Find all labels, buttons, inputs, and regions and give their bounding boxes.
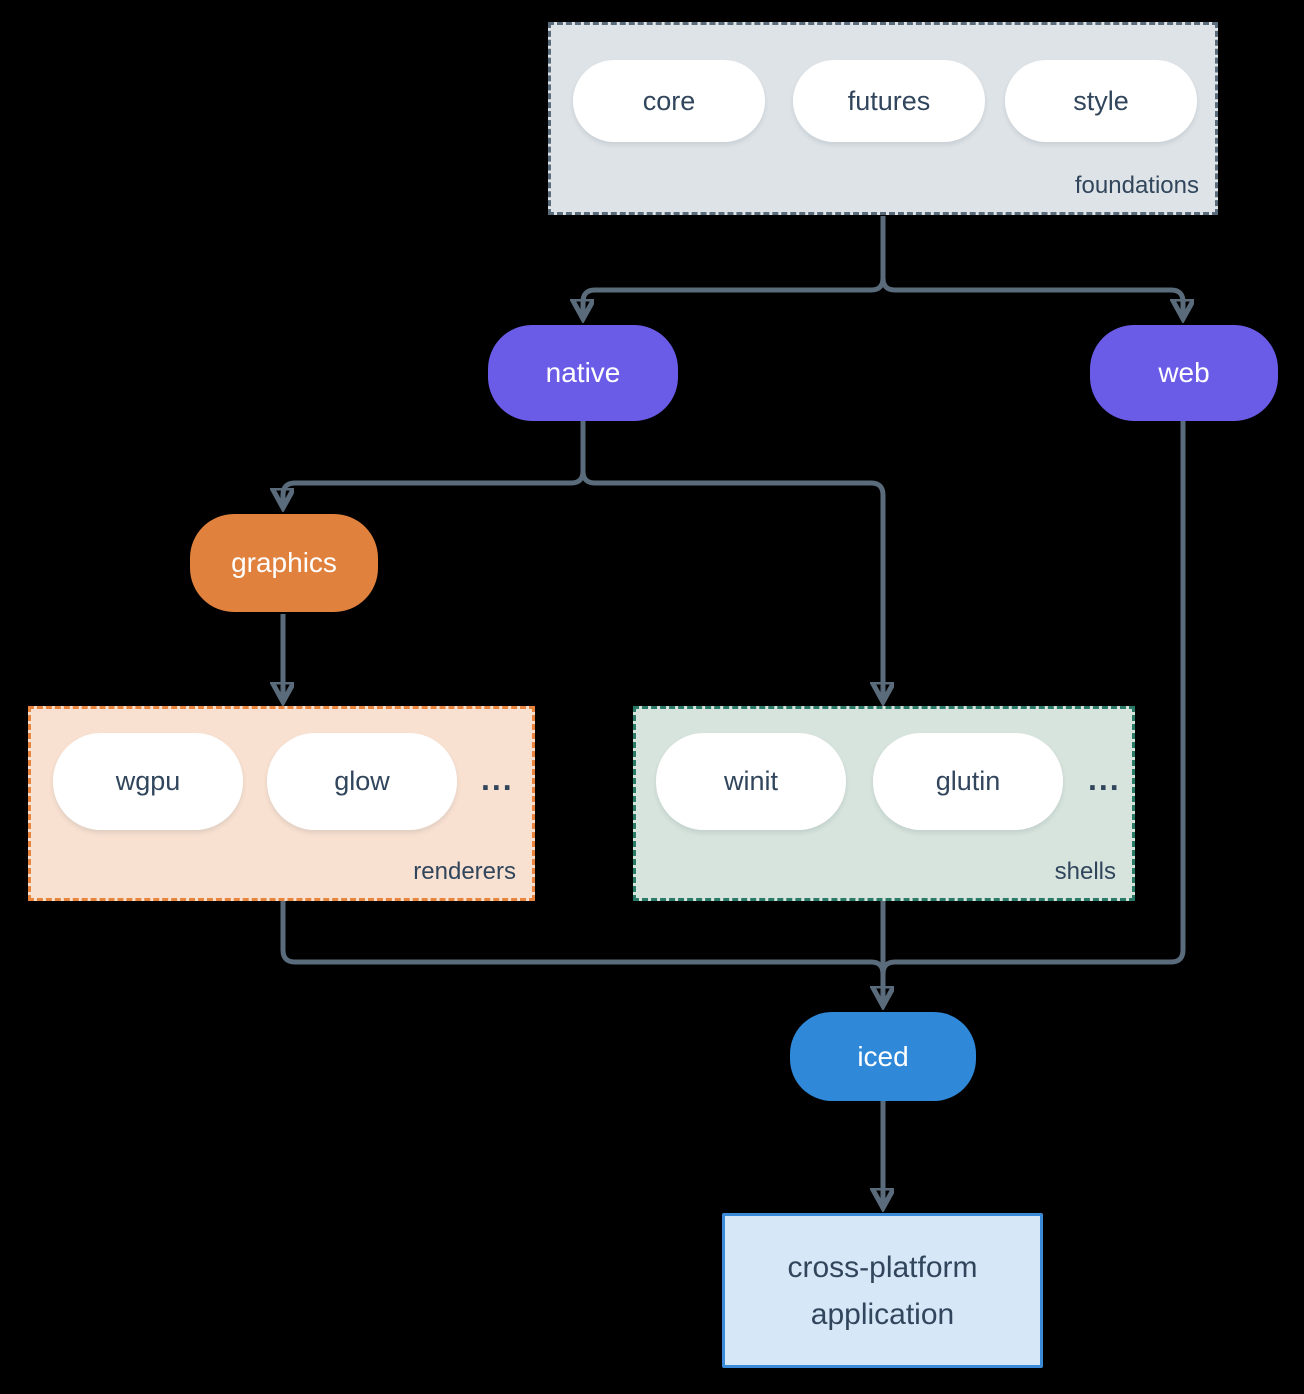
node-futures: futures bbox=[793, 60, 985, 142]
edge-foundations-to-web bbox=[880, 216, 1183, 318]
node-iced: iced bbox=[790, 1012, 976, 1101]
shells-ellipsis: ... bbox=[1088, 761, 1121, 797]
edge-native-to-graphics bbox=[283, 421, 586, 507]
group-renderers: wgpu glow ... renderers bbox=[28, 706, 535, 901]
node-core: core bbox=[573, 60, 765, 142]
group-shells-label: shells bbox=[1054, 858, 1116, 885]
node-web: web bbox=[1090, 325, 1278, 421]
group-renderers-label: renderers bbox=[413, 858, 516, 885]
node-style: style bbox=[1005, 60, 1197, 142]
edge-renderers-to-iced bbox=[280, 901, 886, 975]
node-glutin: glutin bbox=[873, 733, 1063, 830]
group-foundations: core futures style foundations bbox=[548, 22, 1218, 215]
edge-foundations-to-native bbox=[583, 216, 886, 318]
renderers-ellipsis: ... bbox=[481, 761, 514, 797]
node-winit: winit bbox=[656, 733, 846, 830]
node-graphics: graphics bbox=[190, 514, 378, 612]
node-native: native bbox=[488, 325, 678, 421]
node-cross-platform-application: cross-platform application bbox=[722, 1213, 1043, 1368]
edge-native-to-shells bbox=[580, 421, 883, 701]
node-wgpu: wgpu bbox=[53, 733, 243, 830]
node-glow: glow bbox=[267, 733, 457, 830]
group-foundations-label: foundations bbox=[1074, 172, 1199, 199]
group-shells: winit glutin ... shells bbox=[633, 706, 1135, 901]
